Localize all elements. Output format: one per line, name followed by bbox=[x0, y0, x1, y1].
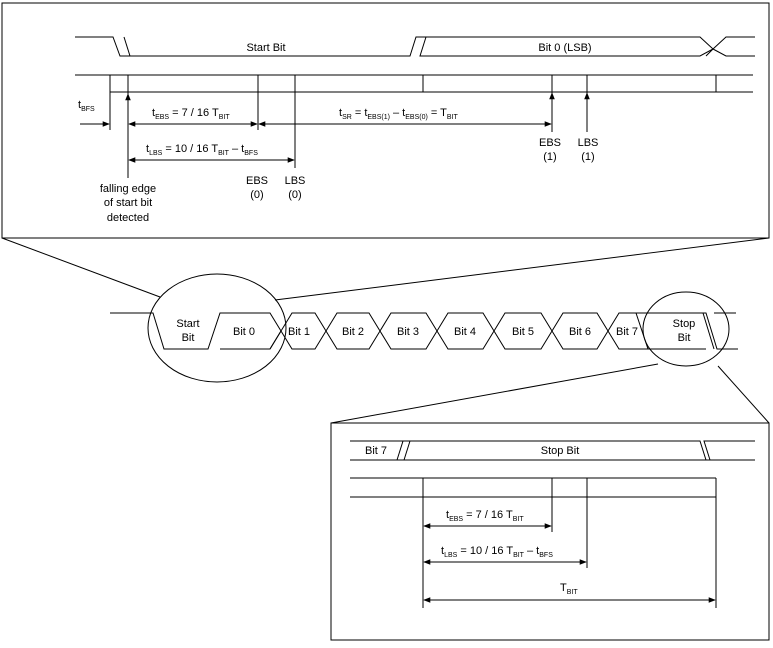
start-bit-label: Start Bit bbox=[246, 42, 285, 54]
t-sr-label: tSR = tEBS(1) – tEBS(0) = TBIT bbox=[339, 107, 458, 121]
top-sample-timeline bbox=[75, 74, 753, 93]
zoom-line-right-top bbox=[274, 237, 770, 301]
frame-waveform bbox=[110, 312, 738, 350]
bottom-sample-timeline bbox=[350, 477, 717, 498]
ebs1-index: (1) bbox=[543, 151, 556, 163]
bottom-bit7-label: Bit 7 bbox=[365, 445, 387, 457]
frame-stop-label-2: Bit bbox=[678, 332, 691, 344]
t-bfs-label: tBFS bbox=[78, 99, 95, 113]
bottom-t-bit-label: TBIT bbox=[560, 582, 578, 596]
zoom-line-right-bottom bbox=[717, 365, 770, 424]
zoom-line-left-bottom bbox=[330, 363, 659, 424]
frame-bit-5: Bit 5 bbox=[512, 326, 534, 338]
frame-start-label-1: Start bbox=[176, 318, 199, 330]
top-dimension-extensions bbox=[109, 92, 588, 175]
ebs0-label: EBS bbox=[246, 175, 268, 187]
frame-bit-4: Bit 4 bbox=[454, 326, 476, 338]
falling-edge-label-3: detected bbox=[107, 212, 149, 224]
stop-bit-circle bbox=[642, 291, 730, 367]
frame-bit-3: Bit 3 bbox=[397, 326, 419, 338]
frame-bit-0: Bit 0 bbox=[233, 326, 255, 338]
frame-bit-6: Bit 6 bbox=[569, 326, 591, 338]
t-lbs-label: tLBS = 10 / 16 TBIT – tBFS bbox=[146, 143, 258, 157]
lbs1-label: LBS bbox=[578, 137, 599, 149]
frame-bit-2: Bit 2 bbox=[342, 326, 364, 338]
zoom-line-left-top bbox=[1, 237, 161, 298]
bit0-lsb-label: Bit 0 (LSB) bbox=[538, 42, 591, 54]
ebs0-index: (0) bbox=[250, 189, 263, 201]
bottom-t-lbs-label: tLBS = 10 / 16 TBIT – tBFS bbox=[441, 545, 553, 559]
frame-bit-1: Bit 1 bbox=[288, 326, 310, 338]
lbs0-label: LBS bbox=[285, 175, 306, 187]
falling-edge-label-1: falling edge bbox=[100, 183, 156, 195]
bottom-dimension-extensions bbox=[422, 497, 717, 608]
bottom-t-ebs-label: tEBS = 7 / 16 TBIT bbox=[446, 509, 524, 523]
lbs1-index: (1) bbox=[581, 151, 594, 163]
frame-bit-7: Bit 7 bbox=[616, 326, 638, 338]
frame-start-label-2: Bit bbox=[182, 332, 195, 344]
bottom-stop-bit-label: Stop Bit bbox=[541, 445, 580, 457]
bottom-signal-waveform bbox=[350, 440, 755, 461]
frame-stop-label-1: Stop bbox=[673, 318, 696, 330]
ebs1-label: EBS bbox=[539, 137, 561, 149]
top-signal-waveform bbox=[75, 36, 755, 57]
falling-edge-label-2: of start bit bbox=[104, 197, 152, 209]
t-ebs-label: tEBS = 7 / 16 TBIT bbox=[152, 107, 230, 121]
top-zoom-panel bbox=[1, 2, 770, 239]
lbs0-index: (0) bbox=[288, 189, 301, 201]
bottom-zoom-panel bbox=[330, 422, 770, 641]
start-bit-circle bbox=[147, 273, 287, 383]
